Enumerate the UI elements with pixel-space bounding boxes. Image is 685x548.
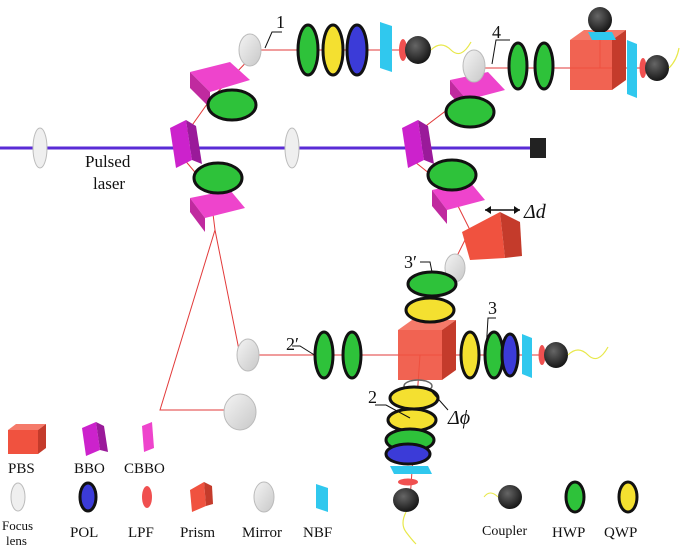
prism-delay xyxy=(462,212,522,260)
port2-pol xyxy=(384,442,432,466)
laser-label-1: Pulsed xyxy=(85,152,131,171)
port3-qwp xyxy=(459,330,481,380)
legend-cbbo-icon xyxy=(142,422,154,452)
legend-coupler-label: Coupler xyxy=(482,524,527,539)
legend-nbf-icon xyxy=(316,484,328,512)
port4-hwp xyxy=(507,41,529,91)
legend-hwp-label: HWP xyxy=(552,525,585,541)
legend-focus-label-2: lens xyxy=(6,533,27,548)
top-nbf xyxy=(588,32,616,40)
legend-focus-lens-icon xyxy=(10,482,26,512)
top-coupler xyxy=(588,7,612,33)
mirror-bottom-left xyxy=(223,393,257,431)
legend-cbbo-label: CBBO xyxy=(124,461,165,477)
port4-nbf xyxy=(627,40,637,98)
legend-bbo-label: BBO xyxy=(74,461,105,477)
hwp-left-lower xyxy=(192,161,244,195)
port3-nbf xyxy=(522,334,532,378)
pbs-central xyxy=(398,320,456,380)
legend-pol-label: POL xyxy=(70,525,98,541)
legend-focus-label-1: Focus xyxy=(2,518,33,533)
hwp-right-lower xyxy=(426,158,478,192)
port1-hwp xyxy=(296,23,320,77)
pbs-top xyxy=(570,30,626,90)
legend-mirror-icon xyxy=(253,481,275,513)
legend: PBS BBO CBBO Focus lens POL LPF Prism xyxy=(2,422,639,548)
legend-bbo-icon xyxy=(82,422,108,456)
mirror-top-right xyxy=(462,49,486,83)
legend-lpf-label: LPF xyxy=(128,525,154,541)
laser-label-2: laser xyxy=(93,174,125,193)
legend-nbf-label: NBF xyxy=(303,525,332,541)
legend-qwp-label: QWP xyxy=(604,525,637,541)
port-label-2p: 2′ xyxy=(286,334,299,354)
cbbo-left-upper xyxy=(190,62,250,108)
port-label-3: 3 xyxy=(488,298,497,318)
mirror-mid-left xyxy=(236,338,260,372)
port1-pol xyxy=(345,23,369,77)
focus-lens-left xyxy=(32,127,48,169)
port-label-2: 2 xyxy=(368,387,377,407)
legend-qwp-icon xyxy=(617,480,639,514)
port4-hwp-2 xyxy=(533,41,555,91)
hwp-right-upper xyxy=(444,95,496,129)
legend-prism-icon xyxy=(190,482,213,512)
port-label-3p: 3′ xyxy=(404,252,417,272)
port1-qwp xyxy=(321,23,345,77)
port3-pol xyxy=(500,332,520,378)
port4-coupler xyxy=(645,55,669,81)
port2-lpf xyxy=(398,478,418,486)
port2p-hwp xyxy=(313,330,335,380)
port2-coupler xyxy=(393,488,419,512)
port3p-qwp xyxy=(404,296,456,324)
legend-lpf-icon xyxy=(142,486,152,508)
legend-pol-icon xyxy=(78,481,98,513)
port2-qwp-1 xyxy=(388,385,440,411)
fibers xyxy=(402,41,680,545)
delta-d-arrow xyxy=(485,206,520,214)
port2p-hwp-2 xyxy=(341,330,363,380)
port4-lpf xyxy=(639,58,647,78)
legend-pbs-label: PBS xyxy=(8,461,35,477)
port-label-1: 1 xyxy=(276,12,285,32)
port-label-4: 4 xyxy=(492,22,501,42)
cbbo-left-lower xyxy=(190,190,245,232)
bbo-crystal-left xyxy=(170,120,202,168)
port3p-hwp xyxy=(406,270,458,298)
port3-lpf xyxy=(538,345,546,365)
mirror-top-left xyxy=(238,33,262,67)
bbo-crystal-right xyxy=(402,120,434,168)
hwp-left-upper xyxy=(206,88,258,122)
port1-lpf xyxy=(399,39,407,61)
legend-pbs-icon xyxy=(8,424,46,454)
port2-nbf xyxy=(390,466,432,474)
legend-hwp-icon xyxy=(564,480,586,514)
port3-coupler xyxy=(544,342,568,368)
port1-nbf xyxy=(380,22,392,72)
focus-lens-mid xyxy=(284,127,300,169)
beam-dump xyxy=(530,138,546,158)
leaders xyxy=(264,31,510,419)
legend-prism-label: Prism xyxy=(180,525,215,541)
delta-d-label: Δd xyxy=(523,201,547,223)
legend-coupler-icon xyxy=(483,485,522,509)
port1-coupler xyxy=(405,36,431,64)
delta-phi-label: Δϕ xyxy=(447,407,470,429)
port3-hwp xyxy=(483,330,505,380)
legend-mirror-label: Mirror xyxy=(242,525,282,541)
